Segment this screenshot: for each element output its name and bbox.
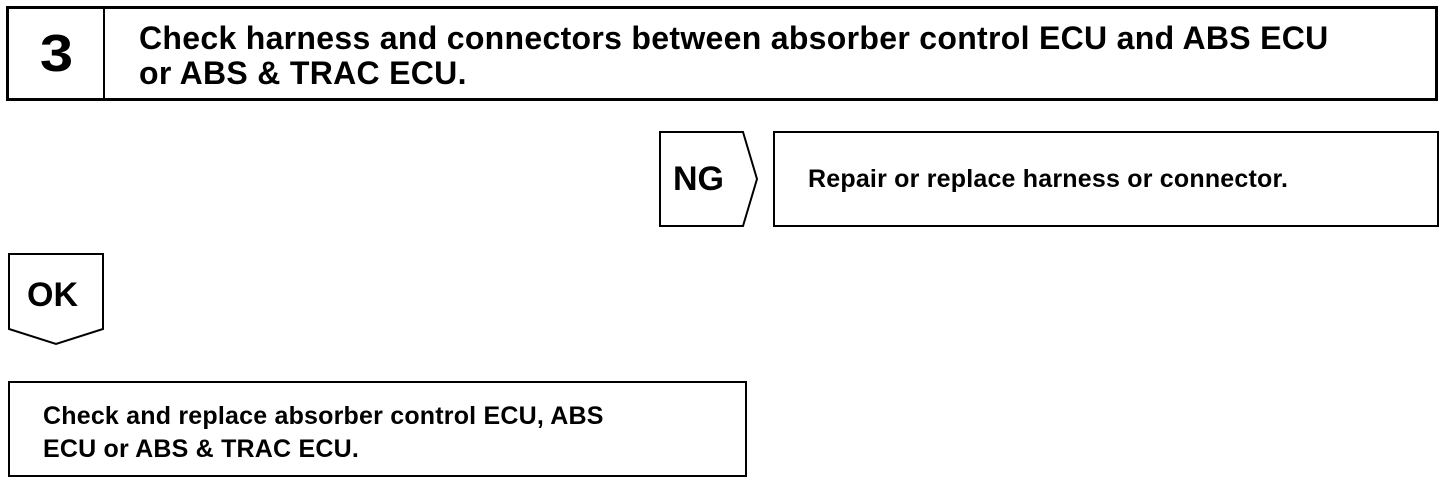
ng-badge-label: NG [673,160,724,198]
ng-action-text: Repair or replace harness or connector. [808,164,1289,193]
ng-action-box: Repair or replace harness or connector. [773,131,1439,227]
ok-action-line-2: ECU or ABS & TRAC ECU. [43,435,359,463]
ok-badge-shape [8,253,104,346]
step-header: 3 Check harness and connectors between a… [6,6,1438,101]
step-title-line-1: Check harness and connectors between abs… [139,20,1329,56]
ng-badge-shape [659,131,759,227]
step-number-cell: 3 [9,9,105,98]
ok-action-box: Check and replace absorber control ECU, … [8,381,747,477]
step-title-line-2: or ABS & TRAC ECU. [139,55,467,91]
step-title: Check harness and connectors between abs… [105,9,1329,98]
ok-action-line-1: Check and replace absorber control ECU, … [43,402,604,430]
ok-badge-label: OK [27,276,78,314]
step-number: 3 [39,24,73,83]
